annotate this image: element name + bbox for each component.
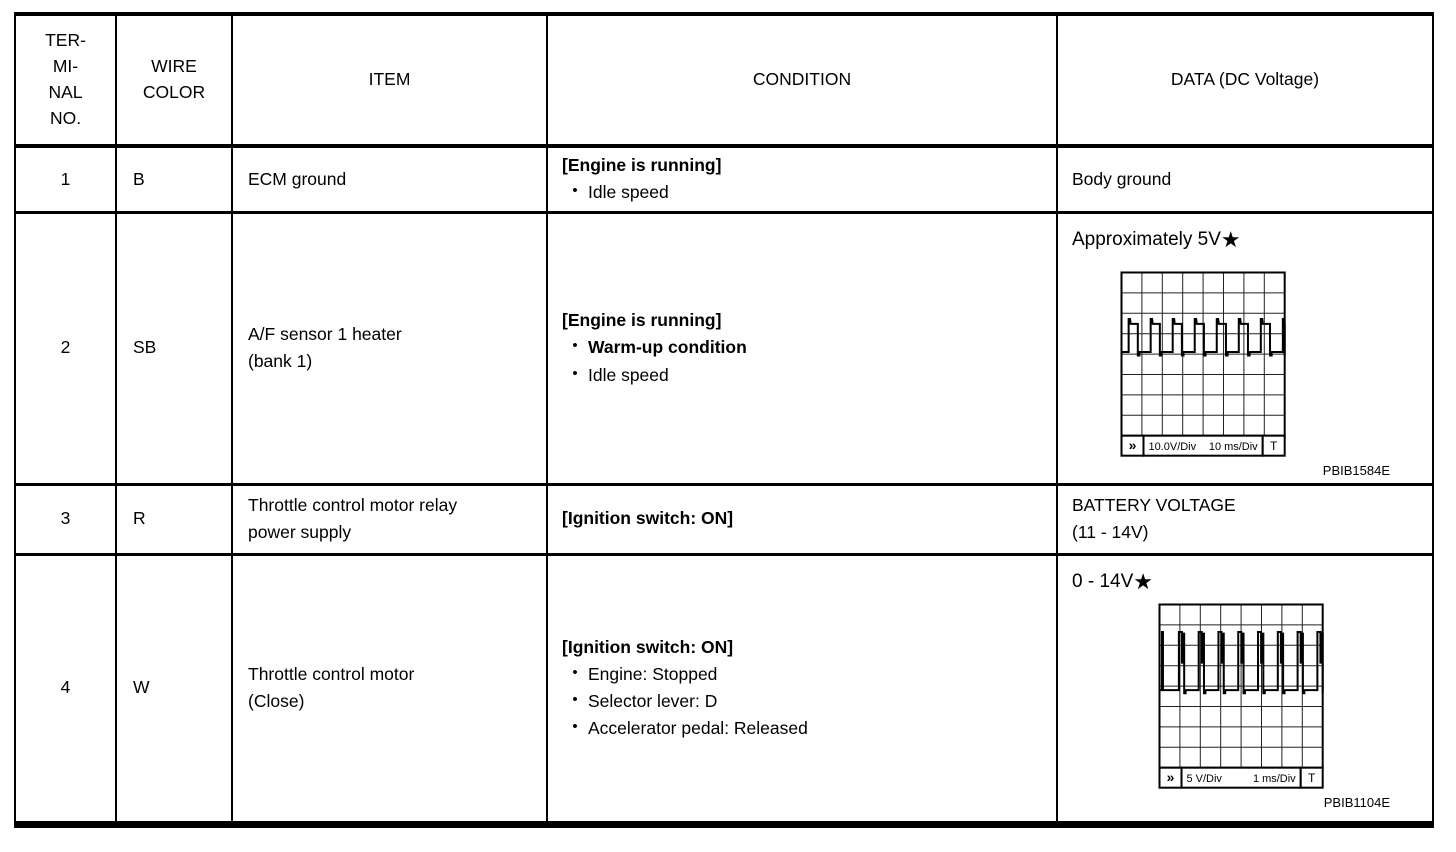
wire-color-cell: W — [115, 552, 233, 826]
bullet-icon: • — [572, 663, 578, 681]
condition-header: [Engine is running] — [562, 155, 722, 176]
condition-bullet: • Accelerator pedal: Released — [562, 715, 1048, 742]
terminal-cell: 3 — [14, 482, 117, 556]
wire-color-cell: R — [115, 482, 233, 556]
terminal-cell: 1 — [14, 144, 117, 214]
table-row: 3 R Throttle control motor relay power s… — [14, 482, 1434, 556]
wire-color-cell: B — [115, 144, 233, 214]
svg-text:10 ms/Div: 10 ms/Div — [1209, 441, 1258, 453]
svg-text:T: T — [1270, 439, 1278, 453]
header-row: TER- MI- NAL NO. WIRE COLOR ITEM CONDITI… — [14, 13, 1434, 148]
data-cell: Body ground — [1056, 144, 1434, 214]
manual-page: TER- MI- NAL NO. WIRE COLOR ITEM CONDITI… — [14, 12, 1434, 828]
table-row: 4 W Throttle control motor (Close) [Igni… — [14, 552, 1434, 826]
star-icon: ★ — [1133, 568, 1153, 594]
item-cell: A/F sensor 1 heater (bank 1) — [231, 210, 548, 486]
col-header-data: DATA (DC Voltage) — [1056, 13, 1434, 148]
condition-cell: [Engine is running] • Idle speed — [546, 144, 1058, 214]
bullet-icon: • — [572, 182, 578, 200]
condition-cell: [Ignition switch: ON] — [546, 482, 1058, 556]
condition-header: [Engine is running] — [562, 310, 722, 331]
star-icon: ★ — [1220, 226, 1241, 252]
wire-color-cell: SB — [115, 210, 233, 486]
bullet-icon: • — [572, 718, 578, 736]
figure-code: PBIB1104E — [1323, 794, 1390, 810]
svg-text:»: » — [1167, 769, 1175, 785]
data-cell: BATTERY VOLTAGE (11 - 14V) — [1056, 482, 1434, 556]
condition-cell: [Ignition switch: ON] • Engine: Stopped … — [546, 552, 1058, 826]
svg-text:»: » — [1129, 437, 1137, 453]
col-header-item: ITEM — [231, 13, 548, 148]
condition-bullet-text: Idle speed — [588, 364, 669, 385]
item-cell: ECM ground — [231, 144, 548, 214]
svg-text:1 ms/Div: 1 ms/Div — [1253, 773, 1296, 785]
oscilloscope-screen: » 10.0V/Div 10 ms/Div T — [1120, 271, 1432, 457]
col-header-terminal-no: TER- MI- NAL NO. — [14, 13, 117, 148]
figure-code: PBIB1584E — [1322, 462, 1390, 478]
table-row: 1 B ECM ground [Engine is running] • Idl… — [14, 144, 1434, 214]
voltage-text: 0 - 14V — [1072, 570, 1134, 592]
condition-header: [Ignition switch: ON] — [562, 636, 734, 657]
terminal-cell: 4 — [14, 552, 117, 826]
terminal-data-table: TER- MI- NAL NO. WIRE COLOR ITEM CONDITI… — [14, 12, 1434, 828]
oscilloscope-screen: » 5 V/Div 1 ms/Div T — [1158, 603, 1432, 789]
data-value-label: 0 - 14V★ — [1058, 568, 1432, 595]
condition-cell: [Engine is running] • Warm-up condition … — [546, 210, 1058, 486]
condition-header: [Ignition switch: ON] — [562, 508, 734, 529]
svg-text:10.0V/Div: 10.0V/Div — [1148, 441, 1196, 453]
item-cell: Throttle control motor (Close) — [231, 552, 548, 826]
condition-bullet: • Idle speed — [562, 179, 1048, 206]
condition-bullet-text: Idle speed — [588, 182, 669, 203]
svg-text:5 V/Div: 5 V/Div — [1186, 773, 1222, 785]
condition-bullet-text: Warm-up condition — [588, 337, 747, 358]
voltage-text: Approximately 5V — [1072, 228, 1221, 250]
condition-bullet: • Idle speed — [562, 362, 1048, 389]
condition-bullet-text: Engine: Stopped — [588, 663, 718, 684]
svg-text:T: T — [1308, 771, 1316, 785]
condition-bullet: • Engine: Stopped — [562, 661, 1048, 688]
condition-bullet-text: Accelerator pedal: Released — [588, 718, 808, 739]
condition-bullet: • Selector lever: D — [562, 688, 1048, 715]
condition-bullet: • Warm-up condition — [562, 334, 1048, 361]
bullet-icon: • — [572, 337, 578, 355]
table-row: 2 SB A/F sensor 1 heater (bank 1) [Engin… — [14, 210, 1434, 486]
data-cell: Approximately 5V★ » 10.0V/Div 10 ms/Div T P… — [1056, 210, 1434, 486]
item-cell: Throttle control motor relay power suppl… — [231, 482, 548, 556]
condition-bullet-text: Selector lever: D — [588, 691, 718, 711]
bullet-icon: • — [572, 691, 578, 708]
bullet-icon: • — [572, 364, 578, 382]
data-cell: 0 - 14V★ » 5 V/Div 1 ms/Div T PBIB1104E — [1056, 552, 1434, 826]
terminal-cell: 2 — [14, 210, 117, 486]
data-value-label: Approximately 5V★ — [1058, 226, 1432, 253]
col-header-condition: CONDITION — [546, 13, 1058, 148]
col-header-wire-color: WIRE COLOR — [115, 13, 233, 148]
